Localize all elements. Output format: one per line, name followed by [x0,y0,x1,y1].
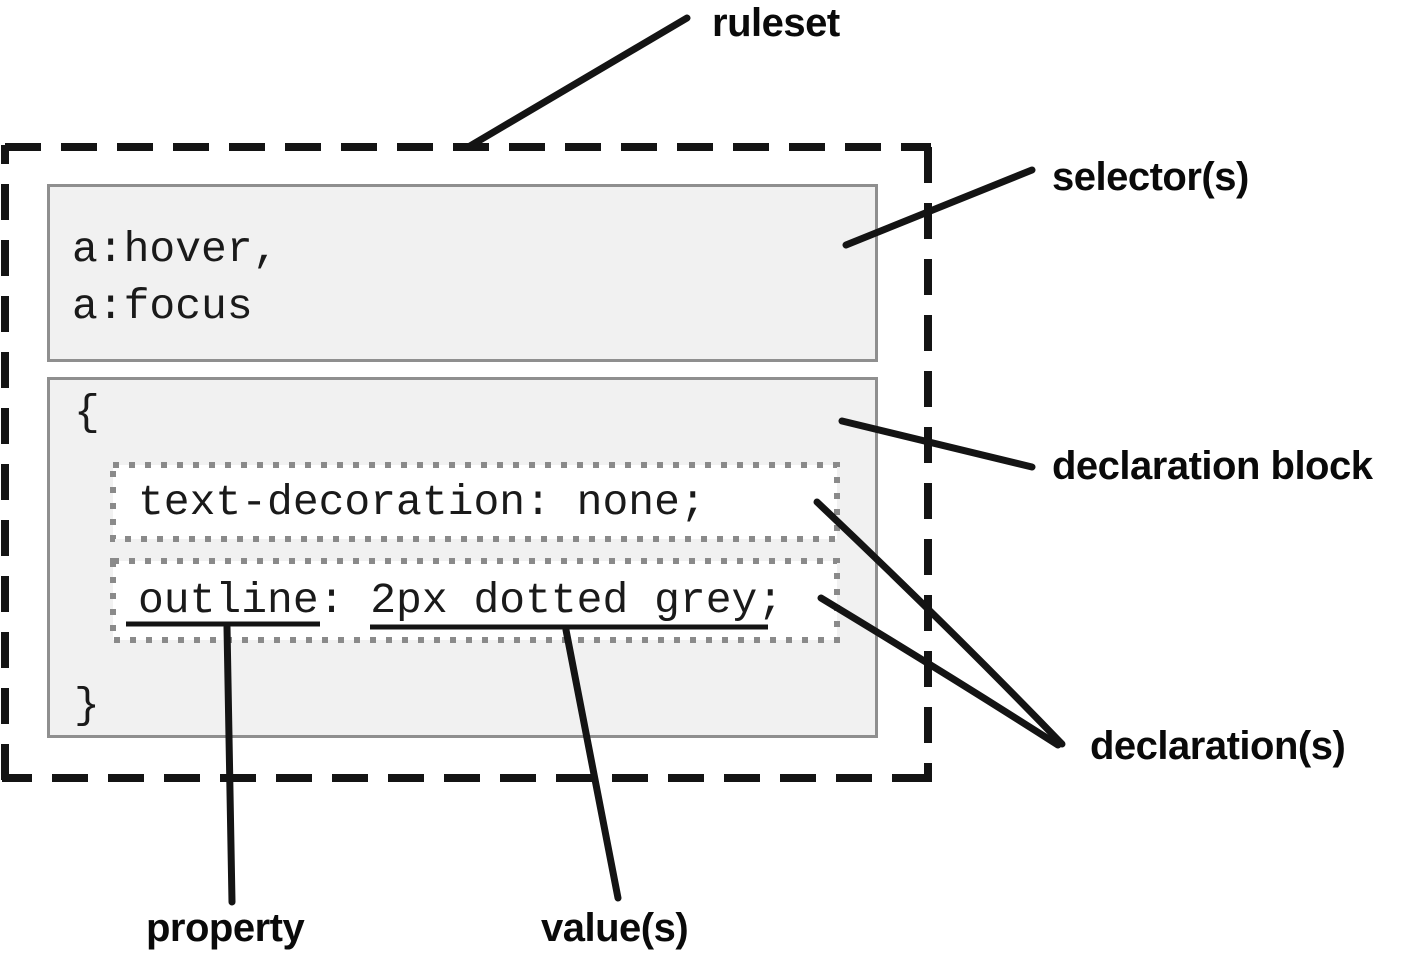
semicolon: ; [757,576,784,625]
colon-separator: : [318,576,371,625]
code-selector-line-1: a:hover, [72,225,279,274]
values-label: value(s) [541,906,689,950]
code-selector-line-2: a:focus [72,282,253,331]
selectors-label: selector(s) [1052,155,1249,199]
property-name: outline [138,576,319,625]
code-close-brace: } [74,681,100,730]
declaration-block-label: declaration block [1052,444,1373,488]
value-text: 2px dotted grey [370,576,758,625]
code-declaration-1: text-decoration: none; [138,478,706,527]
selector-box [47,184,878,362]
declarations-label: declaration(s) [1090,724,1346,768]
ruleset-leader-line [466,14,691,150]
code-declaration-2: outline: 2px dotted grey; [138,579,783,622]
declaration-block-box [47,377,878,738]
code-open-brace: { [74,388,100,437]
property-label: property [146,906,305,950]
ruleset-label: ruleset [712,1,840,45]
